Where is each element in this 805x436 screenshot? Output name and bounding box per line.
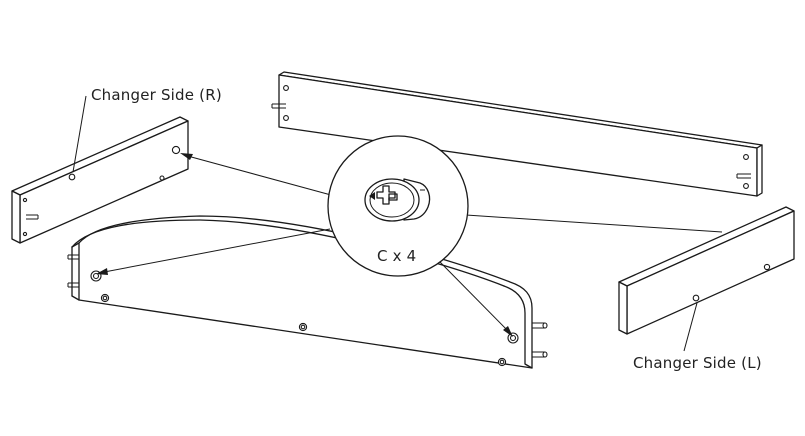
changer-side-l-label: Changer Side (L) <box>633 354 762 372</box>
label-leaders <box>72 95 698 352</box>
hardware-quantity-label: C x 4 <box>377 247 417 265</box>
changer-side-r-label: Changer Side (R) <box>91 86 222 104</box>
changer-side-r-panel <box>11 116 189 244</box>
cam-lock-fitting-icon <box>364 178 431 222</box>
front-panel <box>67 215 548 369</box>
changer-side-l-panel <box>618 206 795 335</box>
callout-arrows <box>96 153 723 337</box>
back-rail <box>271 71 763 197</box>
hardware-callout <box>327 135 469 277</box>
